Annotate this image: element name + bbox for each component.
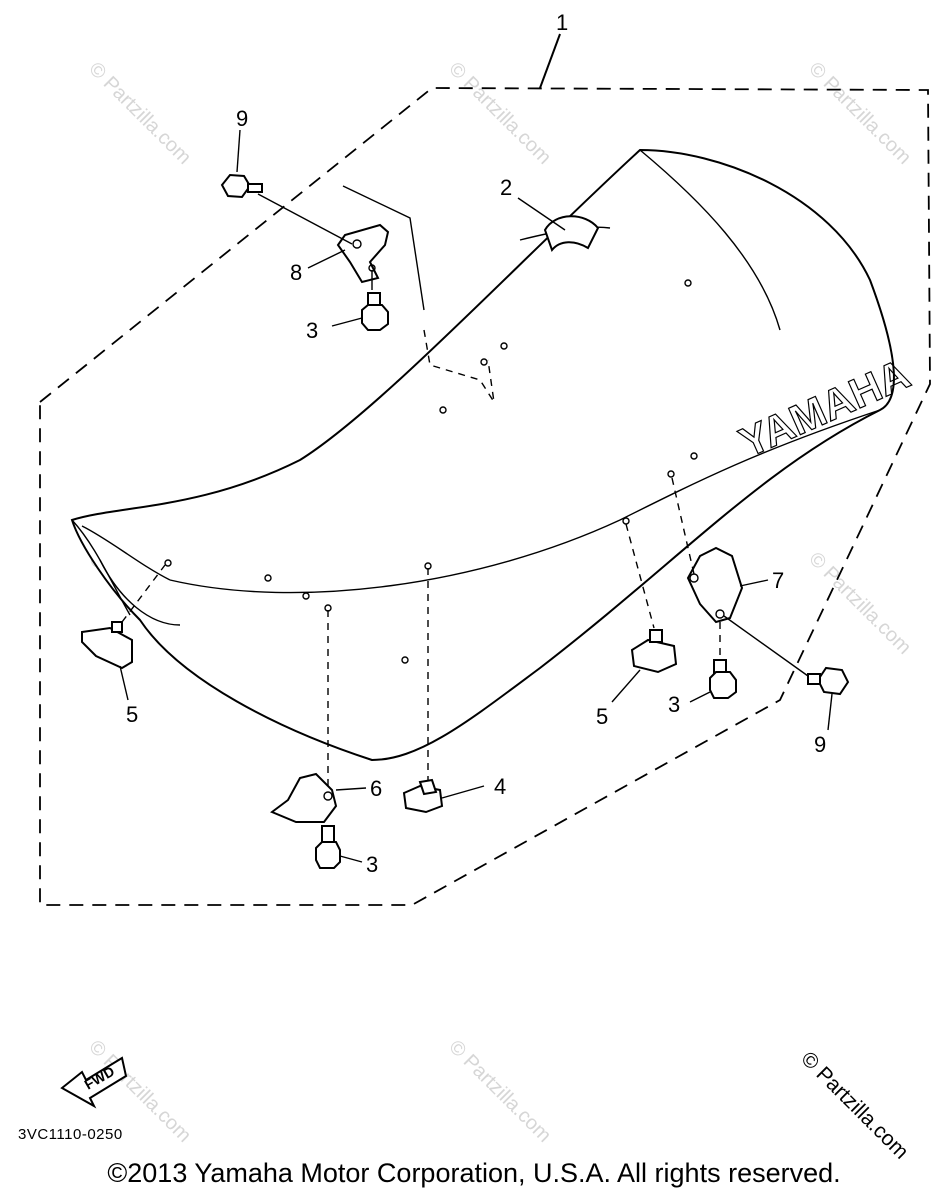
callout-9-top: 9 (236, 106, 248, 131)
part-7-bracket (671, 477, 769, 624)
part-3-nut-lower (315, 825, 363, 869)
callout-3-right: 3 (668, 692, 680, 717)
callout-8: 8 (290, 260, 302, 285)
watermark: © Partzilla.com (84, 58, 195, 169)
watermark: © Partzilla.com (444, 58, 555, 169)
fwd-arrow-icon: FWD (60, 1056, 128, 1109)
copyright-notice: ©2013 Yamaha Motor Corporation, U.S.A. A… (107, 1158, 841, 1188)
watermark-corner: © Partzilla.com (796, 1047, 912, 1163)
callout-9-right: 9 (814, 732, 826, 757)
watermark: © Partzilla.com (444, 1036, 555, 1147)
callout-5-left: 5 (126, 702, 138, 727)
part-5-knob-left (81, 564, 166, 701)
callout-2: 2 (500, 175, 512, 200)
part-4-nut-plate (402, 568, 485, 814)
part-9-bolt-right (723, 615, 850, 731)
callout-4: 4 (494, 774, 506, 799)
part-6-bracket (270, 610, 367, 823)
part-3-nut-upper (331, 270, 389, 331)
callout-5-right: 5 (596, 704, 608, 729)
callout-7: 7 (772, 568, 784, 593)
watermark: © Partzilla.com (804, 548, 915, 659)
callout-3-lower: 3 (366, 852, 378, 877)
callout-3-upper: 3 (306, 318, 318, 343)
assembly-boundary (39, 87, 931, 906)
callout-assembly: 1 (556, 10, 568, 35)
part-8-bracket (307, 185, 495, 403)
assembly-leader (539, 33, 561, 89)
part-9-bolt-top (220, 129, 353, 245)
part-5-nut-right (611, 523, 678, 703)
document-code: 3VC1110-0250 (18, 1126, 123, 1143)
part-3-nut-right (689, 622, 737, 703)
seat-body (70, 148, 895, 762)
part-2-hook (517, 197, 600, 253)
callout-6: 6 (370, 776, 382, 801)
watermark: © Partzilla.com (804, 58, 915, 169)
